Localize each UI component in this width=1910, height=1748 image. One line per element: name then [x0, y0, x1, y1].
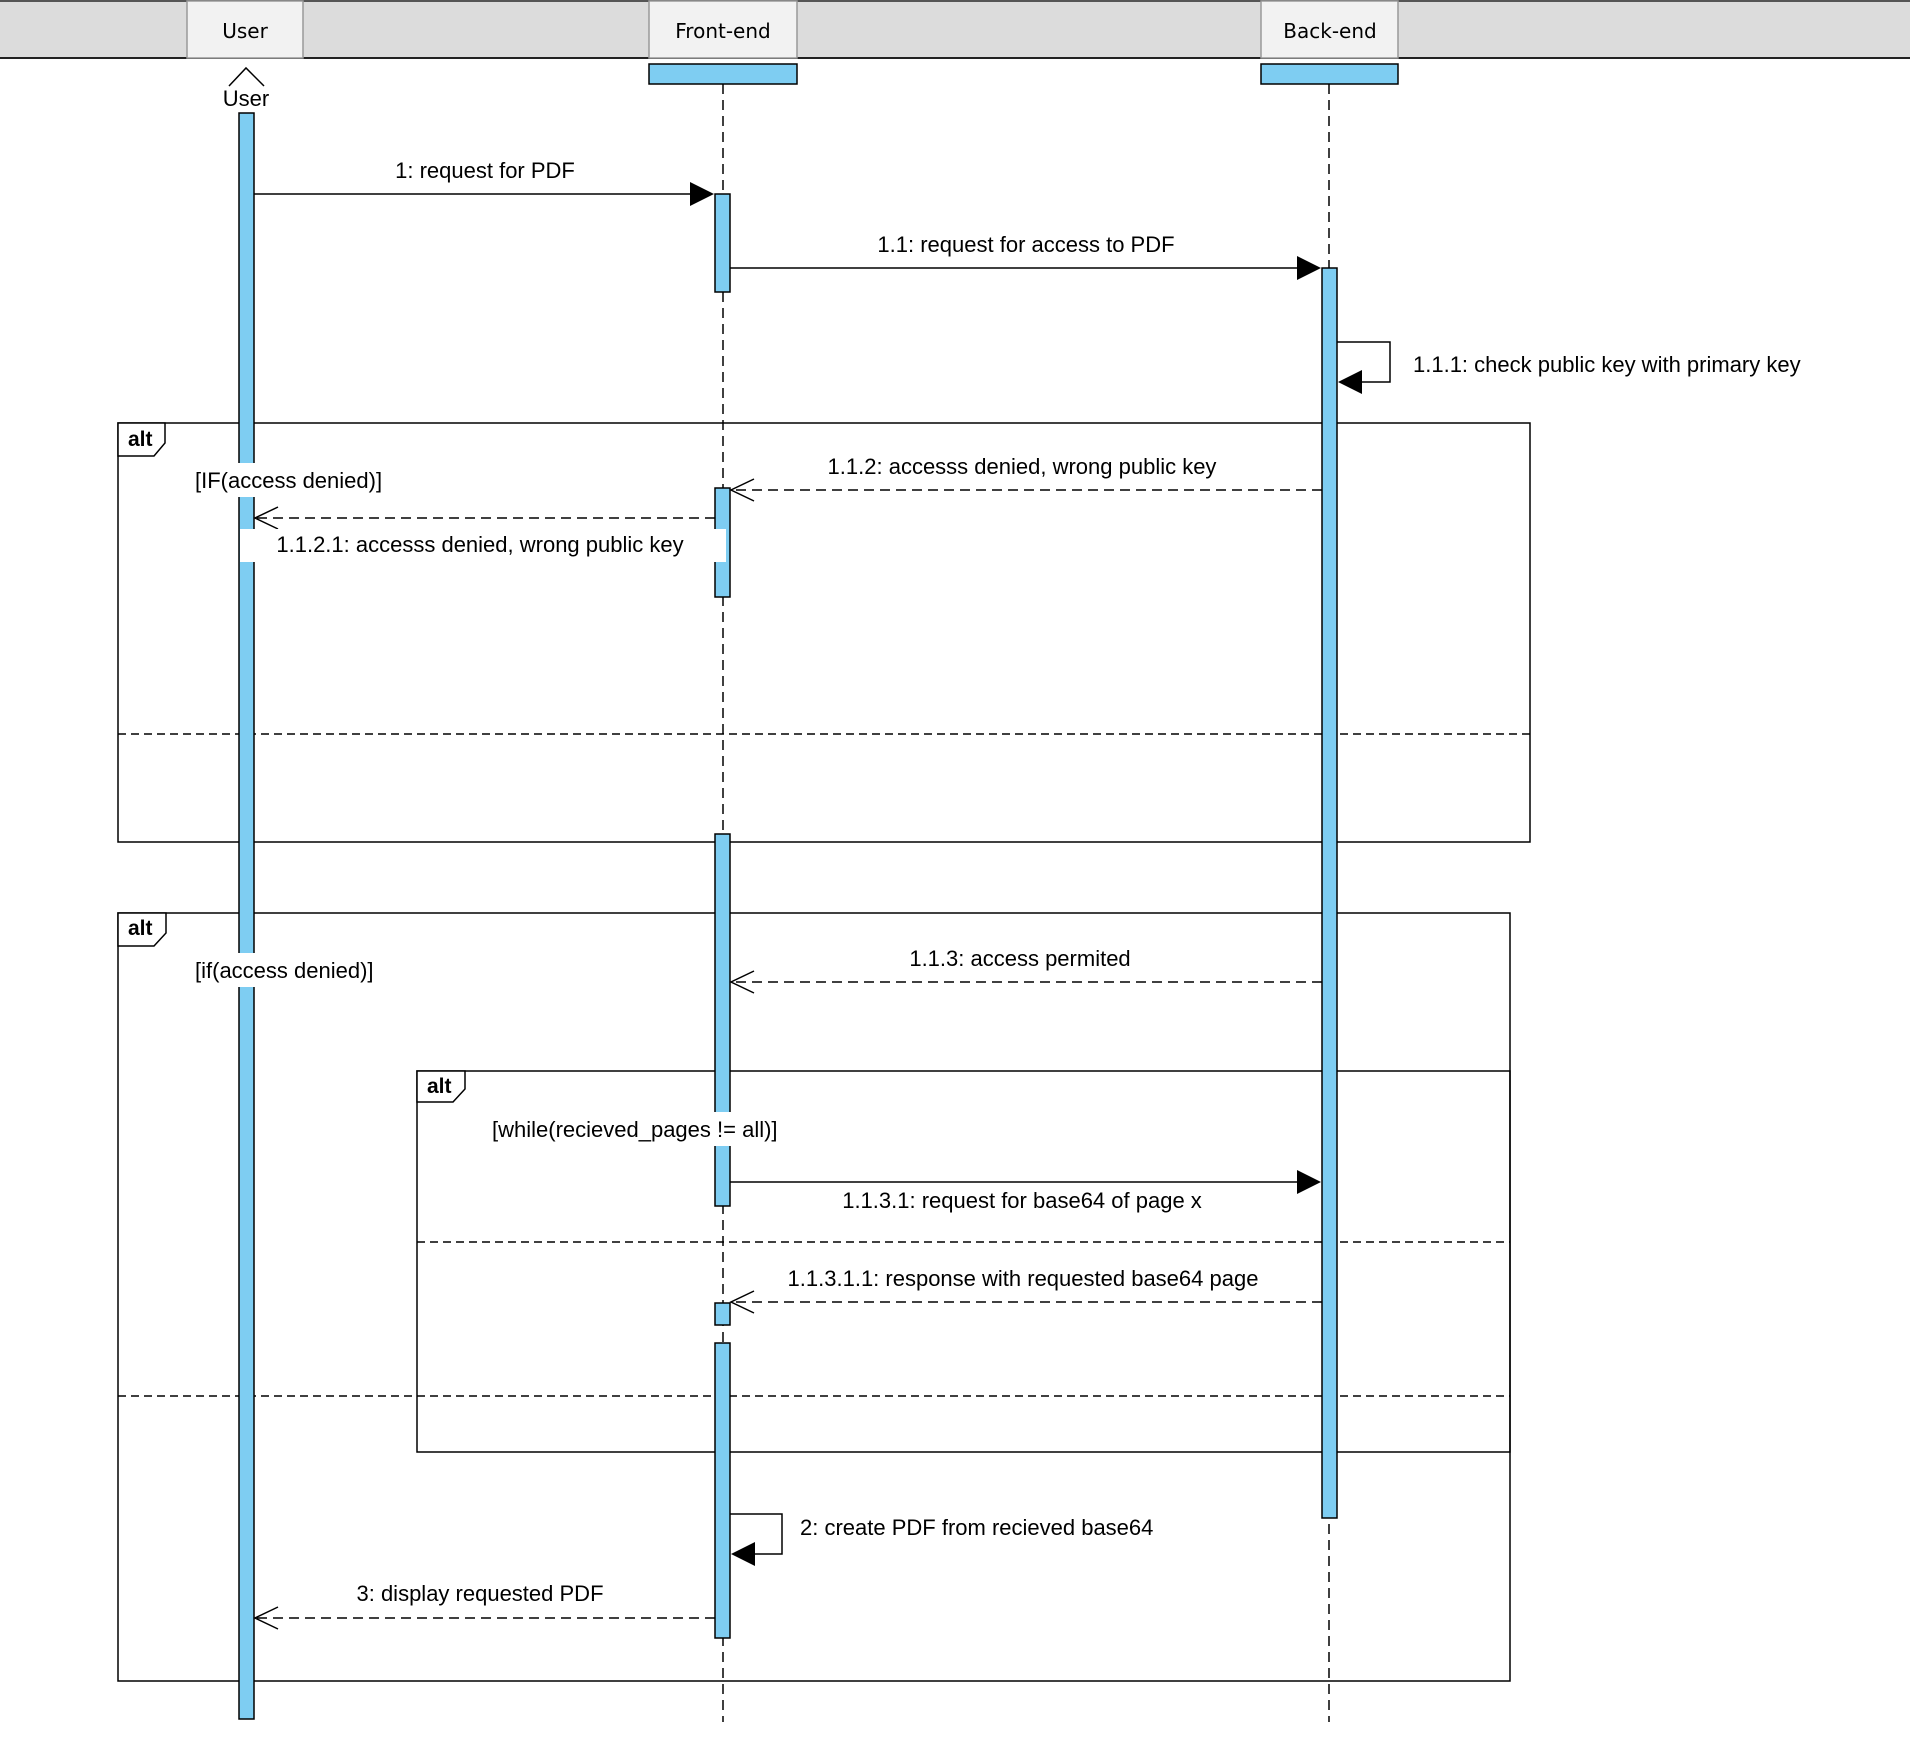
message-2[interactable]: 2: create PDF from recieved base64 — [730, 1513, 1153, 1566]
activation-frontend-5 — [714, 1342, 731, 1639]
message-1-1-1[interactable]: 1.1.1: check public key with primary key — [1337, 341, 1801, 394]
lifeline-head-frontend — [648, 63, 798, 85]
message-1-1-2-1-label: 1.1.2.1: accesss denied, wrong public ke… — [276, 532, 683, 557]
header-box-backend[interactable]: Back-end — [1260, 0, 1399, 59]
message-1-1-3-1-1[interactable]: 1.1.3.1.1: response with requested base6… — [729, 1266, 1322, 1314]
activation-frontend-4 — [714, 1302, 731, 1326]
fragment-2-guard: [if(access denied)] — [195, 958, 374, 983]
message-1-1-3-1-label: 1.1.3.1: request for base64 of page x — [842, 1188, 1202, 1213]
message-1-1-3[interactable]: 1.1.3: access permited — [729, 946, 1322, 994]
message-1-1[interactable]: 1.1: request for access to PDF — [730, 232, 1321, 280]
message-1-label: 1: request for PDF — [395, 158, 575, 183]
fragment-1-guard: [IF(access denied)] — [195, 468, 382, 493]
message-1[interactable]: 1: request for PDF — [254, 158, 714, 206]
header-box-frontend[interactable]: Front-end — [648, 0, 798, 59]
message-1-1-label: 1.1: request for access to PDF — [877, 232, 1174, 257]
fragment-1: alt — [117, 422, 1531, 843]
message-1-1-2[interactable]: 1.1.2: accesss denied, wrong public key — [729, 454, 1322, 502]
header-label-user: User — [222, 19, 268, 43]
message-1-1-3-label: 1.1.3: access permited — [909, 946, 1130, 971]
fragment-2: alt — [117, 912, 1511, 1682]
fragment-3-operator: alt — [427, 1075, 452, 1098]
actor-head-icon — [228, 66, 265, 87]
fragment-3: alt — [416, 1070, 1511, 1453]
message-1-1-2-1[interactable]: 1.1.2.1: accesss denied, wrong public ke… — [240, 506, 726, 562]
message-1-1-3-1[interactable]: 1.1.3.1: request for base64 of page x — [730, 1170, 1321, 1213]
message-3-label: 3: display requested PDF — [356, 1581, 603, 1606]
header-bar — [0, 0, 1910, 58]
message-3[interactable]: 3: display requested PDF — [253, 1581, 715, 1630]
fragment-1-operator: alt — [128, 428, 153, 451]
actor-label-user: User — [223, 86, 269, 111]
fragment-3-guard: [while(recieved_pages != all)] — [492, 1117, 778, 1142]
activation-backend — [1321, 267, 1338, 1519]
message-2-label: 2: create PDF from recieved base64 — [800, 1515, 1153, 1540]
header-label-backend: Back-end — [1283, 19, 1376, 43]
fragment-2-operator: alt — [128, 917, 153, 940]
lifeline-head-backend — [1260, 63, 1399, 85]
header-box-user[interactable]: User — [186, 0, 304, 59]
activation-frontend-1 — [714, 193, 731, 293]
message-1-1-1-label: 1.1.1: check public key with primary key — [1413, 352, 1801, 377]
activation-user — [238, 112, 255, 1720]
activation-frontend-3 — [714, 833, 731, 1207]
message-1-1-2-label: 1.1.2: accesss denied, wrong public key — [828, 454, 1217, 479]
message-1-1-3-1-1-label: 1.1.3.1.1: response with requested base6… — [788, 1266, 1259, 1291]
header-label-frontend: Front-end — [675, 19, 770, 43]
